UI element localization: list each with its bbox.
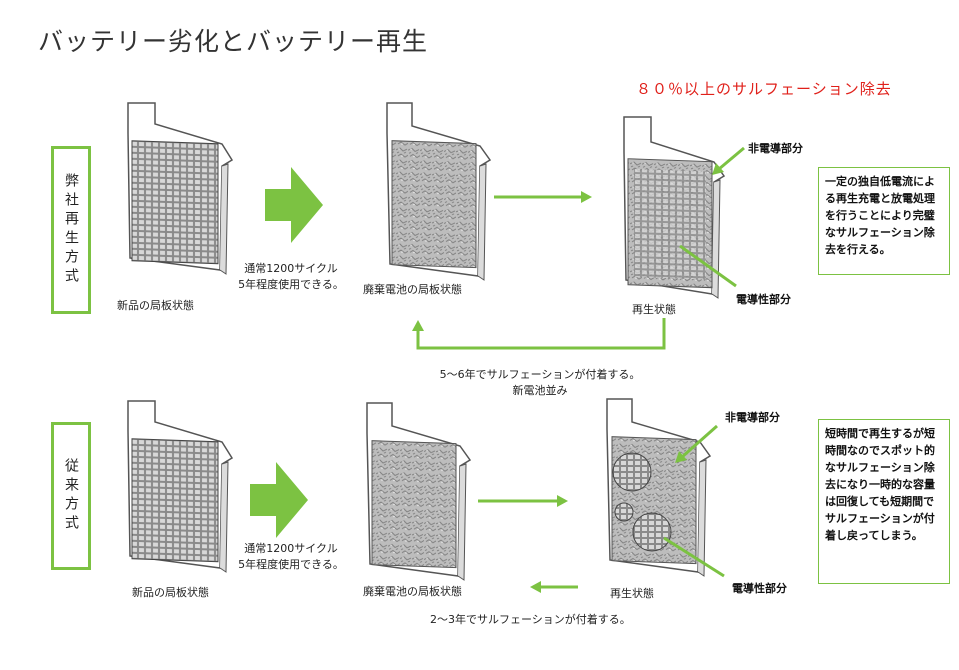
leader-nonconductive-ours xyxy=(712,146,745,175)
return-caption-conventional: 2～3年でサルフェーションが付着する。 xyxy=(430,613,631,626)
usage-caption-ours: 通常1200サイクル 5年程度使用できる。 xyxy=(226,260,356,292)
usage-caption-conventional: 通常1200サイクル 5年程度使用できる。 xyxy=(226,540,356,572)
plate-new-conventional xyxy=(127,400,234,573)
waste-caption-ours: 廃棄電池の局板状態 xyxy=(363,283,462,296)
page-title: バッテリー劣化とバッテリー再生 xyxy=(38,27,429,56)
note-ours: 一定の独自低電流による再生充電と放電処理を行うことにより完璧なサルフェーション除… xyxy=(818,167,950,275)
nonconductive-label-ours: 非電導部分 xyxy=(748,142,803,155)
return-arrow-ours xyxy=(412,318,666,350)
waste-caption-conventional: 廃棄電池の局板状態 xyxy=(363,585,462,598)
regen-caption-conventional: 再生状態 xyxy=(610,587,654,600)
arrow-usage-ours xyxy=(265,167,323,243)
plate-regen-conventional xyxy=(606,398,712,577)
conductive-label-conventional: 電導性部分 xyxy=(732,582,787,595)
new-caption-ours: 新品の局板状態 xyxy=(117,299,194,312)
return-caption-ours-line1: 5～6年でサルフェーションが付着する。 xyxy=(439,368,641,381)
usage-caption-ours-line1: 通常1200サイクル xyxy=(244,262,338,275)
row-label-ours-text: 弊社再生方式 xyxy=(63,173,79,287)
return-caption-ours-line2: 新電池並み xyxy=(512,384,568,397)
return-arrow-conventional xyxy=(530,581,578,593)
plate-new-ours xyxy=(127,102,234,275)
arrow-usage-conventional xyxy=(250,462,308,538)
regen-caption-ours: 再生状態 xyxy=(632,303,676,316)
return-caption-ours: 5～6年でサルフェーションが付着する。 新電池並み xyxy=(400,366,680,398)
leader-nonconductive-conventional xyxy=(675,424,718,463)
arrow-to-regen-ours xyxy=(494,191,592,203)
usage-caption-ours-line2: 5年程度使用できる。 xyxy=(238,278,344,291)
headline-sulfation-removal: ８０％以上のサルフェーション除去 xyxy=(636,80,892,98)
arrow-to-regen-conventional xyxy=(478,495,568,507)
new-caption-conventional: 新品の局板状態 xyxy=(132,586,209,599)
row-label-conventional-text: 従来方式 xyxy=(63,458,79,534)
leader-conductive-ours xyxy=(679,244,737,288)
note-conventional: 短時間で再生するが短時間なのでスポット的なサルフェーション除去になり一時的な容量… xyxy=(818,419,950,584)
conductive-label-ours: 電導性部分 xyxy=(736,293,791,306)
usage-caption-conventional-line2: 5年程度使用できる。 xyxy=(238,558,344,571)
plate-waste-conventional xyxy=(366,402,472,581)
usage-caption-conventional-line1: 通常1200サイクル xyxy=(244,542,338,555)
row-label-ours: 弊社再生方式 xyxy=(51,146,91,314)
plate-waste-ours xyxy=(386,102,492,281)
nonconductive-label-conventional: 非電導部分 xyxy=(725,411,780,424)
row-label-conventional: 従来方式 xyxy=(51,422,91,570)
leader-conductive-conventional xyxy=(663,536,725,578)
